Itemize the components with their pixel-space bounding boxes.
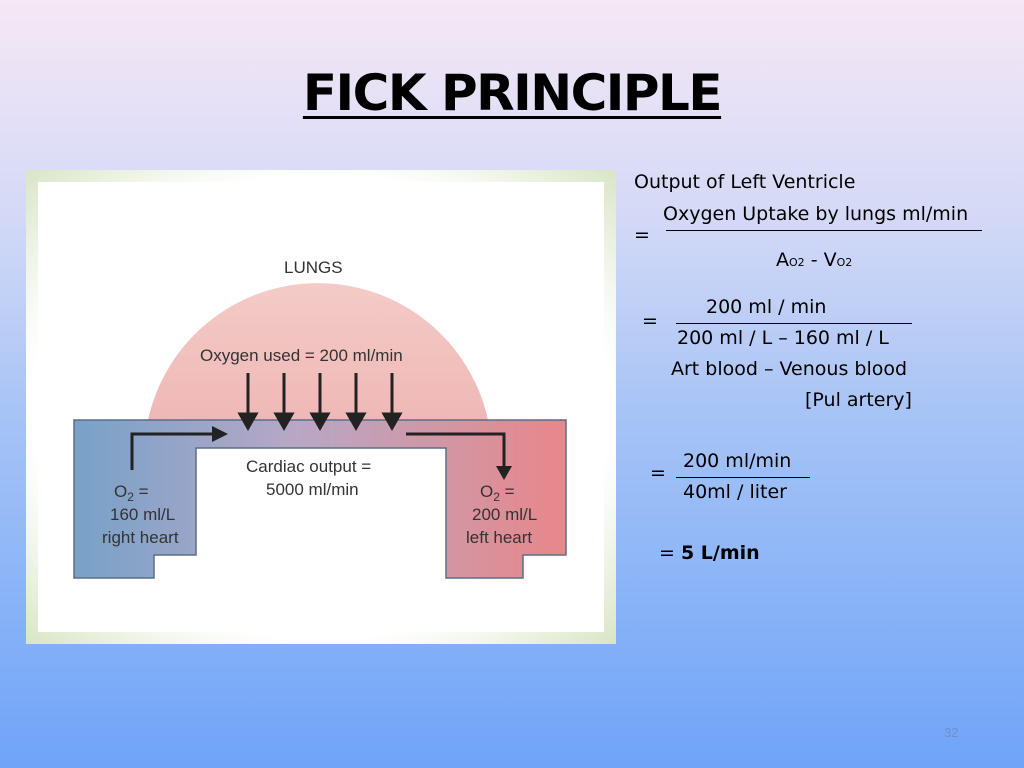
oxygen-used-label: Oxygen used = 200 ml/min <box>200 346 403 365</box>
right-o2-symbol: O <box>114 482 128 501</box>
eq1-den-a-sub: O2 <box>789 256 805 269</box>
eq3-fraction-bar <box>676 477 810 478</box>
flow-arrow-head-right <box>212 426 228 442</box>
right-heart-label: right heart <box>102 528 179 547</box>
fick-diagram-svg <box>26 170 616 644</box>
eq2-note-pul-artery: [Pul artery] <box>805 389 912 411</box>
left-o2-equals: = <box>499 482 515 501</box>
right-o2-subscript: 2 <box>127 490 134 504</box>
eq1-den-a: A <box>776 249 789 271</box>
lungs-dome <box>148 283 488 420</box>
slide-title: FICK PRINCIPLE <box>0 64 1024 122</box>
eq2-note-blood: Art blood – Venous blood <box>671 358 908 380</box>
right-o2-equals: = <box>133 482 149 501</box>
right-heart-o2: O2 = <box>114 482 149 504</box>
result-value: 5 L/min <box>680 542 760 564</box>
eq2-numerator: 200 ml / min <box>706 296 827 318</box>
page-number: 32 <box>944 725 959 740</box>
left-heart-o2: O2 = <box>480 482 515 504</box>
cardiac-output-line2: 5000 ml/min <box>266 480 359 499</box>
eq1-denominator: AO2 - VO2 <box>776 249 852 271</box>
flow-arrow-head-down <box>496 466 512 480</box>
eq2-fraction-bar <box>676 323 912 324</box>
eq3-numerator: 200 ml/min <box>683 450 792 472</box>
slide-title-text: FICK PRINCIPLE <box>302 64 723 122</box>
oxygen-arrows <box>237 373 403 432</box>
eq1-fraction-bar <box>666 230 982 231</box>
circulation-tube <box>73 419 567 579</box>
fick-diagram: LUNGS Oxygen used = 200 ml/min Cardiac o… <box>26 170 616 644</box>
result-line: = 5 L/min <box>659 542 760 564</box>
right-heart-value: 160 ml/L <box>110 505 176 524</box>
left-o2-symbol: O <box>480 482 494 501</box>
eq3-denominator: 40ml / liter <box>683 481 787 503</box>
result-equals: = <box>659 542 681 564</box>
lungs-label: LUNGS <box>284 258 343 277</box>
left-o2-subscript: 2 <box>493 490 500 504</box>
left-heart-value: 200 ml/L <box>472 505 538 524</box>
eq2-denominator: 200 ml / L – 160 ml / L <box>677 327 889 349</box>
eq2-equals: = <box>642 310 658 332</box>
eq1-den-v-sub: O2 <box>836 256 853 269</box>
eq1-den-mid: - V <box>804 249 837 271</box>
eq1-equals: = <box>634 224 650 246</box>
eq3-equals: = <box>650 462 666 484</box>
cardiac-output-line1: Cardiac output = <box>246 457 372 476</box>
flow-arrows <box>130 432 506 470</box>
left-heart-label: left heart <box>466 528 533 547</box>
equation-heading: Output of Left Ventricle <box>634 171 856 193</box>
eq1-numerator: Oxygen Uptake by lungs ml/min <box>663 203 969 225</box>
